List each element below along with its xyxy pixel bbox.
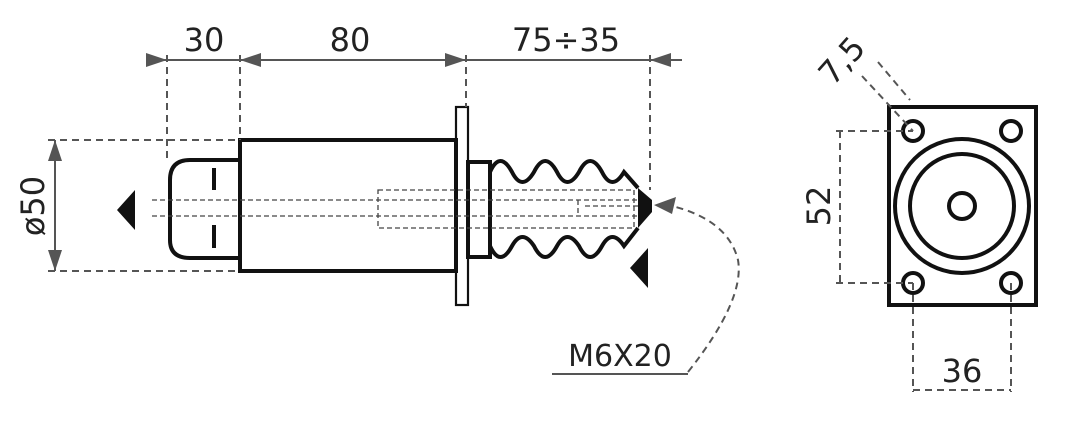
piston-end bbox=[168, 158, 240, 260]
dim-bolt-spacing-vertical: 52 bbox=[800, 186, 838, 227]
dim-bolt-spacing-horizontal: 36 bbox=[942, 352, 983, 390]
bolt-hole-top-right bbox=[999, 119, 1023, 143]
boot-collar bbox=[466, 160, 492, 259]
thread-leader bbox=[671, 205, 740, 373]
dim-body-length: 80 bbox=[330, 21, 371, 59]
cylinder-body bbox=[238, 138, 458, 273]
bolt-hole-bottom-right bbox=[999, 271, 1023, 295]
dim-stroke-range: 75÷35 bbox=[512, 21, 620, 59]
side-view-dimensions: 30 80 75÷35 ø50 M6X20 bbox=[14, 21, 740, 375]
bellows-bottom bbox=[488, 226, 640, 259]
center-bore bbox=[947, 191, 977, 221]
left-direction-arrow bbox=[117, 190, 135, 230]
middle-ring bbox=[908, 152, 1016, 260]
hidden-bore bbox=[377, 189, 635, 229]
dim-bolt-offset: 7,5 bbox=[811, 29, 873, 92]
side-view bbox=[117, 105, 652, 307]
right-direction-arrow bbox=[630, 248, 648, 288]
bellows-top bbox=[488, 159, 640, 190]
front-view-dimensions: 52 36 7,5 bbox=[800, 29, 1012, 392]
dim-piston-length: 30 bbox=[184, 21, 225, 59]
front-view bbox=[887, 105, 1038, 307]
rod-tip bbox=[638, 188, 652, 228]
dim-diameter: ø50 bbox=[14, 176, 52, 236]
mounting-plate bbox=[887, 105, 1038, 307]
outer-ring bbox=[893, 137, 1031, 275]
thread-callout: M6X20 bbox=[568, 339, 672, 374]
